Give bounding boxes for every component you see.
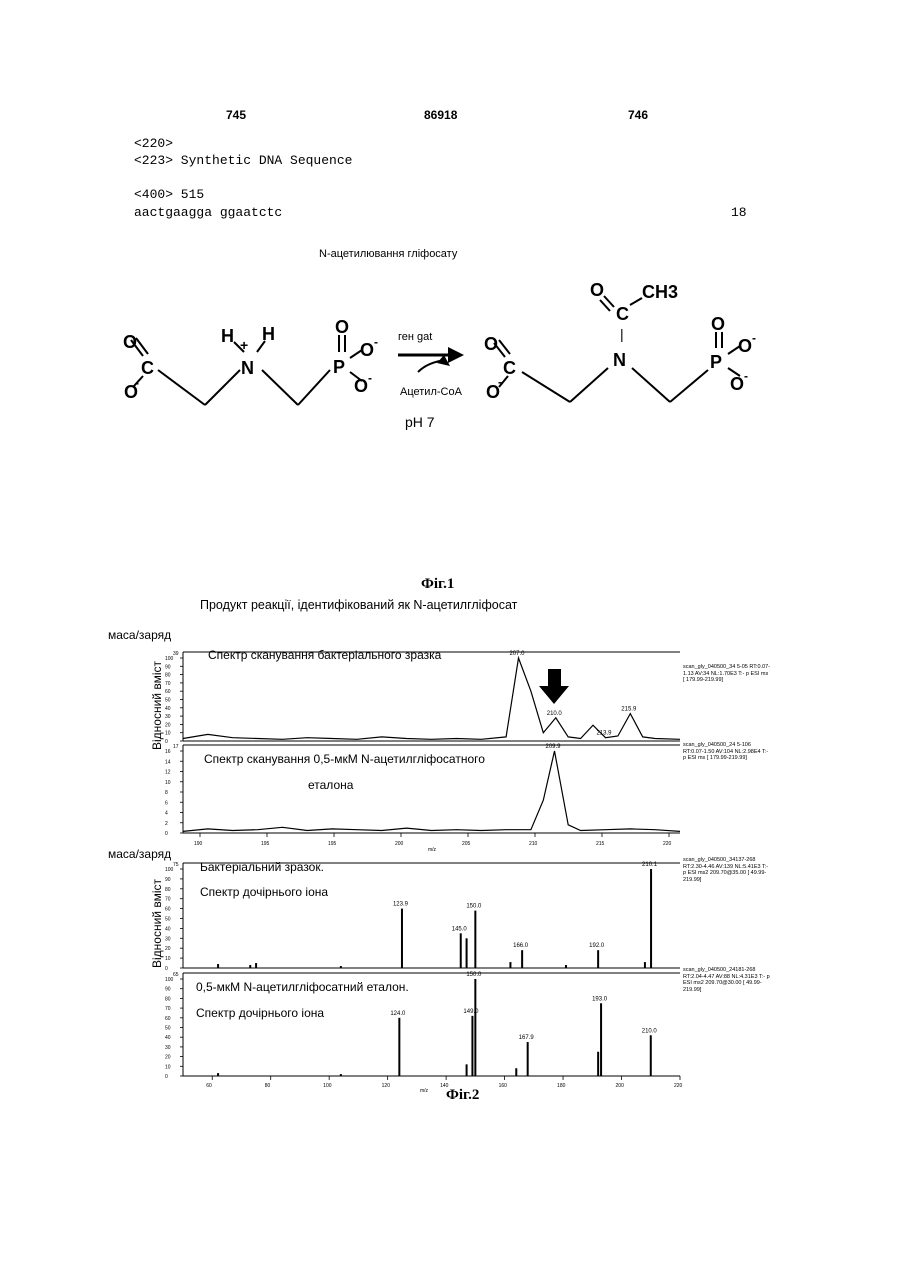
x-tick-label: 220	[674, 1083, 683, 1089]
peak-label: 193.0	[592, 996, 608, 1002]
y-tick-label: 70	[165, 897, 171, 903]
x-axis-unit: m/z	[420, 1088, 429, 1094]
x-tick-label: 195	[328, 841, 337, 847]
mass-spectra: 100908070605040302010039207.0210.0213.92…	[0, 0, 900, 1100]
y-tick-label: 2	[165, 821, 168, 827]
y-tick-label: 50	[165, 917, 171, 923]
y-tick-label: 70	[165, 1006, 171, 1012]
x-tick-label: 195	[261, 841, 270, 847]
x-tick-label: 220	[663, 841, 672, 847]
y-tick-label: 40	[165, 1035, 171, 1041]
highlight-arrow	[539, 669, 569, 704]
y-tick-label: 6	[165, 800, 168, 806]
y-tick-label: 20	[165, 1055, 171, 1061]
y-tick-label: 40	[165, 706, 171, 712]
x-axis-unit: m/z	[428, 847, 437, 853]
y-tick-label: 0	[165, 1074, 168, 1080]
y-tick-label: 0	[165, 831, 168, 837]
y-tick-label: 30	[165, 714, 171, 720]
y-tick-label: 10	[165, 731, 171, 737]
peak-label: 123.9	[393, 902, 409, 908]
y-tick-label: 10	[165, 780, 171, 786]
y-tick-label: 50	[165, 1026, 171, 1032]
y-tick-label: 60	[165, 907, 171, 913]
spectrum-trace	[183, 658, 680, 739]
x-tick-label: 80	[265, 1083, 271, 1089]
y-tick-label: 12	[165, 770, 171, 776]
y-tick-label: 4	[165, 811, 168, 817]
y-scale-label: 39	[173, 651, 179, 657]
x-tick-label: 205	[462, 841, 471, 847]
y-tick-label: 50	[165, 698, 171, 704]
y-tick-label: 0	[165, 739, 168, 745]
y-tick-label: 30	[165, 936, 171, 942]
peak-label: 192.0	[589, 943, 605, 949]
y-tick-label: 60	[165, 689, 171, 695]
y-tick-label: 8	[165, 790, 168, 796]
y-tick-label: 20	[165, 946, 171, 952]
y-tick-label: 90	[165, 987, 171, 993]
peak-label: 210.0	[642, 1028, 658, 1034]
y-tick-label: 10	[165, 956, 171, 962]
y-tick-label: 20	[165, 722, 171, 728]
peak-label: 207.0	[509, 651, 525, 657]
y-tick-label: 80	[165, 673, 171, 679]
peak-label: 167.9	[519, 1035, 535, 1041]
peak-label: 213.9	[596, 731, 612, 737]
y-tick-label: 70	[165, 681, 171, 687]
peak-label: 210.1	[642, 862, 658, 868]
x-tick-label: 180	[557, 1083, 566, 1089]
x-tick-label: 160	[499, 1083, 508, 1089]
y-tick-label: 16	[165, 749, 171, 755]
peak-label: 150.0	[466, 904, 482, 910]
x-tick-label: 190	[194, 841, 203, 847]
y-scale-label: 17	[173, 744, 179, 750]
y-tick-label: 90	[165, 664, 171, 670]
peak-label: 149.0	[463, 1009, 479, 1015]
y-scale-label: 75	[173, 862, 179, 868]
x-tick-label: 60	[206, 1083, 212, 1089]
x-tick-label: 200	[395, 841, 404, 847]
y-tick-label: 90	[165, 877, 171, 883]
peak-label: 210.0	[547, 711, 563, 717]
y-tick-label: 0	[165, 966, 168, 972]
y-tick-label: 30	[165, 1045, 171, 1051]
x-tick-label: 100	[323, 1083, 332, 1089]
peak-label: 209.9	[546, 744, 562, 750]
y-tick-label: 14	[165, 759, 171, 765]
y-tick-label: 40	[165, 926, 171, 932]
x-tick-label: 210	[529, 841, 538, 847]
y-tick-label: 80	[165, 887, 171, 893]
peak-label: 150.0	[466, 972, 482, 978]
peak-label: 124.0	[390, 1011, 406, 1017]
peak-label: 145.0	[452, 926, 468, 932]
y-tick-label: 60	[165, 1016, 171, 1022]
y-scale-label: 65	[173, 972, 179, 978]
x-tick-label: 120	[382, 1083, 391, 1089]
peak-label: 215.9	[621, 707, 637, 713]
x-tick-label: 200	[616, 1083, 625, 1089]
x-tick-label: 215	[596, 841, 605, 847]
peak-label: 166.0	[513, 943, 529, 949]
y-tick-label: 10	[165, 1064, 171, 1070]
x-tick-label: 140	[440, 1083, 449, 1089]
spectrum-trace	[183, 751, 680, 831]
y-tick-label: 80	[165, 996, 171, 1002]
